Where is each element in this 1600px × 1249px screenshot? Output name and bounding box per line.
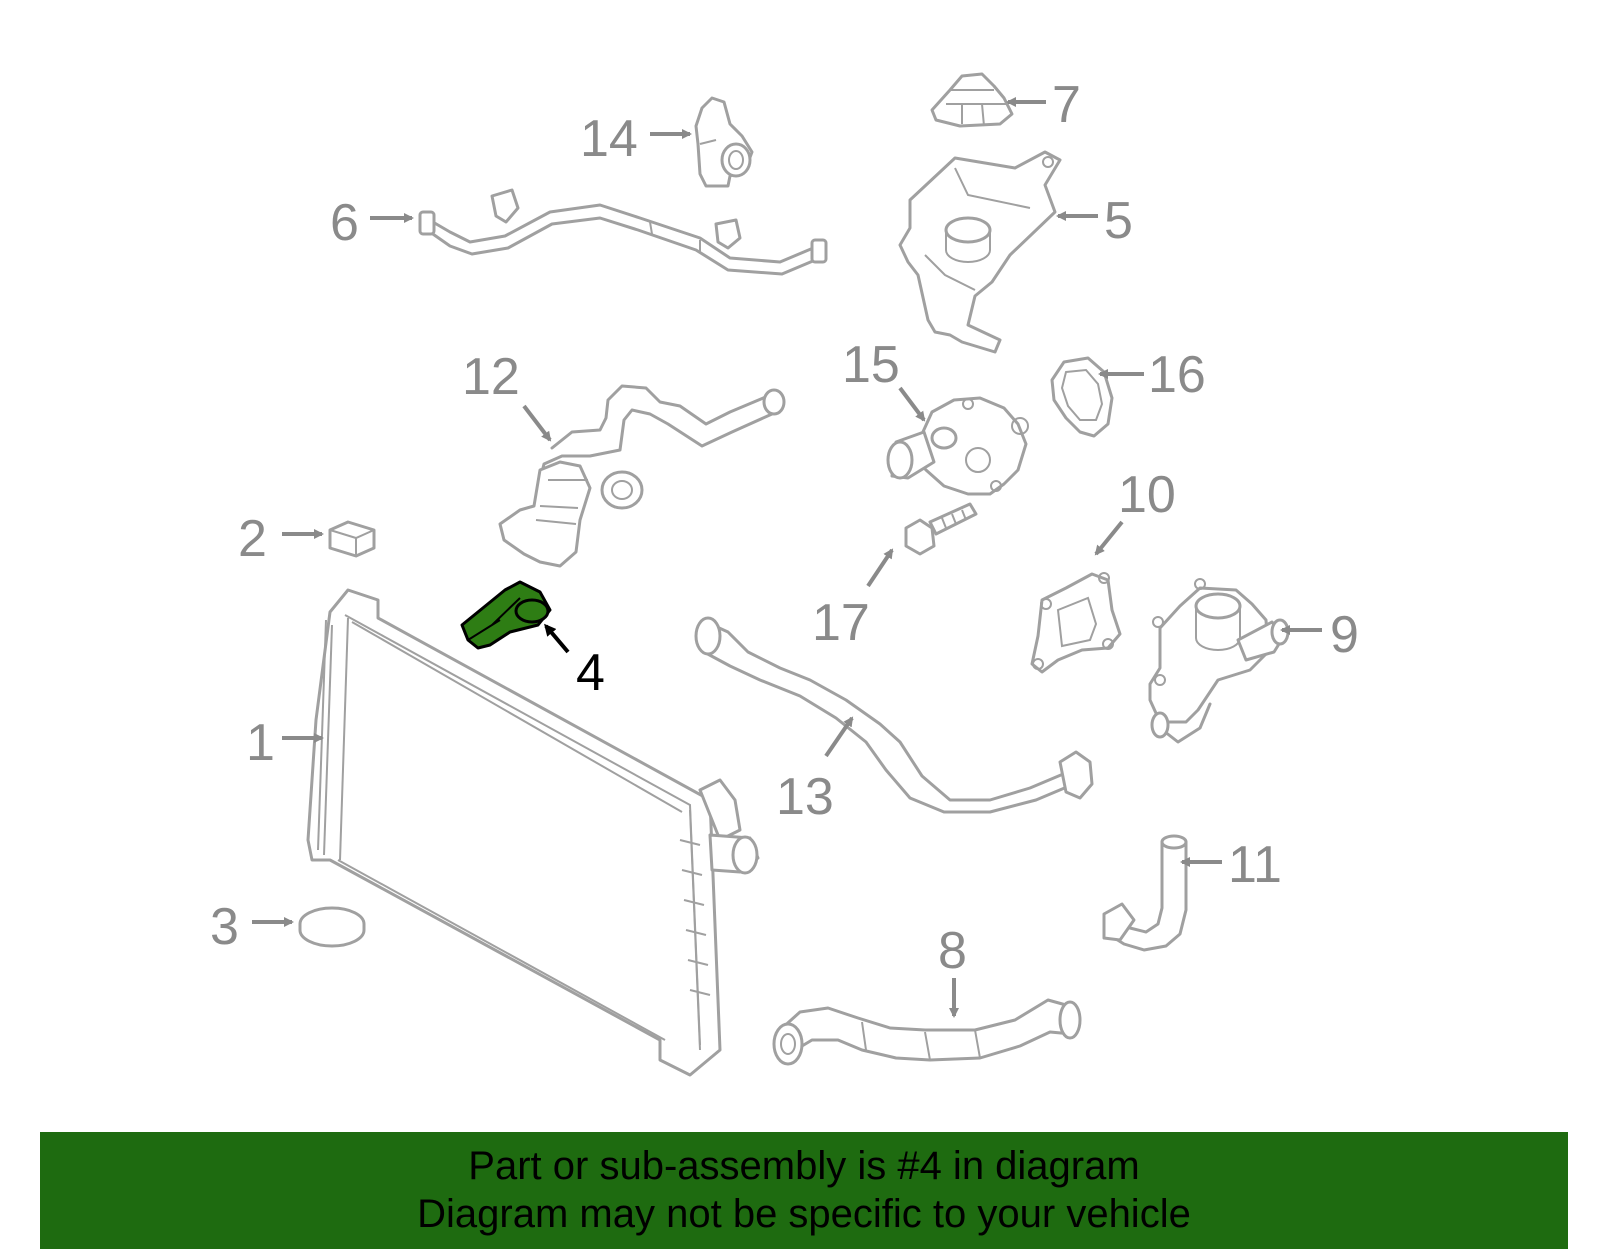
callout-7: 7 — [1052, 76, 1081, 134]
part-9-housing — [1148, 578, 1290, 744]
callout-10: 10 — [1118, 466, 1176, 524]
part-7-cap — [930, 72, 1014, 128]
callout-13: 13 — [776, 768, 834, 826]
callout-17: 17 — [812, 594, 870, 652]
part-11-hose — [1102, 834, 1188, 952]
part-17-bolt — [904, 502, 978, 556]
part-16-gasket — [1050, 356, 1114, 438]
part-6-hose — [418, 188, 828, 276]
part-13-hose — [694, 616, 1094, 814]
callout-3: 3 — [210, 898, 239, 956]
callout-6: 6 — [330, 194, 359, 252]
part-2-pad — [328, 520, 376, 558]
arrow-17 — [866, 548, 894, 588]
callout-16: 16 — [1148, 346, 1206, 404]
callout-4: 4 — [576, 644, 605, 702]
part-3-cap — [298, 906, 366, 948]
part-1-radiator — [306, 588, 760, 1077]
callout-11: 11 — [1228, 836, 1282, 894]
arrow-4 — [544, 623, 570, 654]
callout-9: 9 — [1330, 606, 1359, 664]
banner-part-note: Part or sub-assembly is #4 in diagram — [468, 1144, 1140, 1188]
part-10-gasket — [1030, 572, 1122, 674]
callout-labels: 1 2 3 4 5 6 7 8 9 10 11 12 13 14 15 16 1… — [210, 76, 1359, 980]
callout-5: 5 — [1104, 192, 1133, 250]
arrow-13 — [824, 716, 854, 758]
callout-15: 15 — [842, 336, 900, 394]
part-4-highlighted — [460, 580, 552, 650]
part-12-hose — [498, 384, 786, 568]
part-15-water-pump — [886, 396, 1029, 496]
info-banner: Part or sub-assembly is #4 in diagram Di… — [40, 1132, 1568, 1249]
callout-12: 12 — [462, 348, 520, 406]
banner-disclaimer: Diagram may not be specific to your vehi… — [417, 1192, 1191, 1236]
callout-1: 1 — [246, 714, 275, 772]
callout-2: 2 — [238, 510, 267, 568]
part-8-hose — [772, 998, 1082, 1066]
callout-14: 14 — [580, 110, 638, 168]
arrow-15 — [898, 386, 926, 422]
callout-arrows — [252, 97, 1322, 1018]
part-5-reservoir — [898, 150, 1062, 354]
arrow-10 — [1094, 520, 1124, 556]
part-14-elbow — [694, 96, 754, 188]
arrow-12 — [522, 404, 552, 442]
callout-8: 8 — [938, 922, 967, 980]
